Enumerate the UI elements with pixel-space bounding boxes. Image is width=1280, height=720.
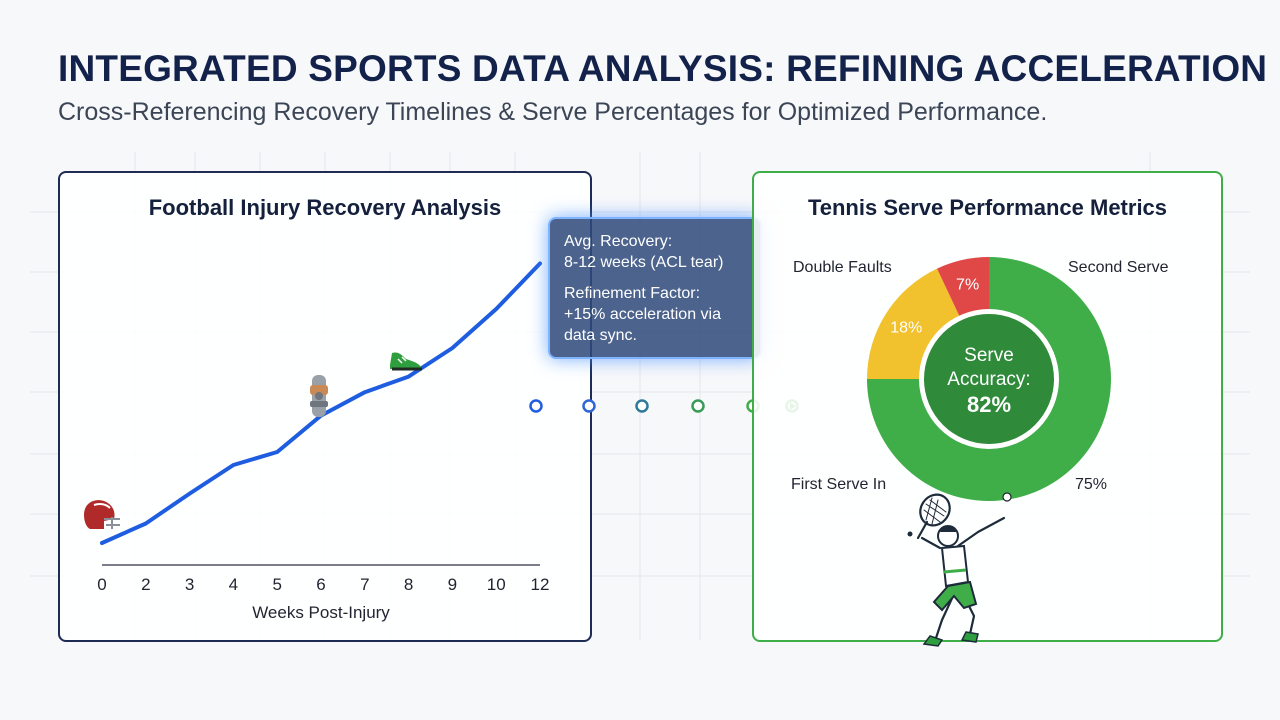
serve-chart-panel: Tennis Serve Performance Metrics Serve A…	[752, 171, 1223, 642]
tennis-player-icon	[907, 493, 1006, 647]
x-tick-label: 6	[316, 575, 325, 594]
donut-marker-dot	[1002, 492, 1012, 502]
tooltip-line-3: Refinement Factor:	[564, 285, 701, 302]
label-second-serve: Second Serve	[1068, 259, 1169, 276]
x-axis-label: Weeks Post-Injury	[252, 603, 390, 622]
page-title: INTEGRATED SPORTS DATA ANALYSIS: REFININ…	[58, 48, 1268, 89]
knee-brace-icon	[310, 375, 328, 417]
donut-center-disc	[924, 314, 1054, 444]
label-first-serve-pct: 75%	[1075, 476, 1108, 493]
x-tick-label: 0	[97, 575, 106, 594]
x-tick-label: 4	[229, 575, 238, 594]
x-tick-label: 12	[531, 575, 550, 594]
recovery-chart-panel: Football Injury Recovery Analysis 0 2 3 4 5 6…	[58, 171, 592, 642]
x-tick-label: 5	[272, 575, 281, 594]
football-helmet-icon	[84, 500, 120, 529]
x-tick-label: 9	[448, 575, 457, 594]
x-tick-label: 3	[185, 575, 194, 594]
x-tick-label: 2	[141, 575, 150, 594]
serve-chart-title: Tennis Serve Performance Metrics	[807, 195, 1168, 220]
label-first-serve: First Serve In	[791, 476, 887, 493]
donut-center-line-1: Serve	[964, 345, 1014, 366]
donut-center-value: 82%	[967, 392, 1011, 417]
recovery-line-chart: 0 2 3 4 5 6 7 8 9 10 12 Weeks Post-Injury	[84, 261, 550, 622]
tooltip-line-2: 8-12 weeks (ACL tear)	[564, 254, 724, 271]
donut-center-line-2: Accuracy:	[947, 369, 1030, 390]
x-tick-label: 8	[404, 575, 413, 594]
tooltip-line-4: +15% acceleration via	[564, 306, 721, 323]
recovery-chart-title: Football Injury Recovery Analysis	[148, 195, 502, 220]
tooltip-line-5: data sync.	[564, 327, 637, 344]
page-subtitle: Cross-Referencing Recovery Timelines & S…	[58, 98, 1048, 126]
x-tick-label: 7	[360, 575, 369, 594]
recovery-tooltip: Avg. Recovery: 8-12 weeks (ACL tear) Ref…	[548, 217, 762, 359]
donut-value-label: 18%	[890, 319, 922, 336]
football-cleat-icon	[390, 352, 422, 371]
tooltip-line-1: Avg. Recovery:	[564, 233, 673, 250]
label-double-faults: Double Faults	[793, 259, 892, 276]
serve-donut-chart: Serve Accuracy: 82% 18% 7%	[867, 257, 1111, 502]
x-tick-label: 10	[487, 575, 506, 594]
donut-value-label: 7%	[956, 276, 979, 293]
